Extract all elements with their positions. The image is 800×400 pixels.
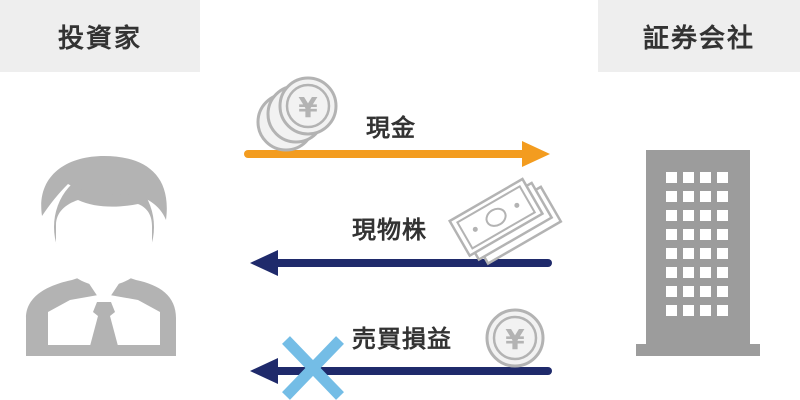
building-window	[683, 172, 694, 183]
building-window	[717, 248, 728, 259]
building-window	[700, 248, 711, 259]
building-window	[717, 229, 728, 240]
building-window	[683, 286, 694, 297]
building-window	[717, 172, 728, 183]
necktie	[48, 294, 160, 346]
building-window	[666, 248, 677, 259]
trading-profit-loss-label: 売買損益	[352, 325, 452, 353]
cross-mark-icon	[282, 336, 344, 400]
svg-text:¥: ¥	[505, 323, 525, 356]
cash-arrow	[244, 141, 550, 167]
building-window	[700, 267, 711, 278]
building-window	[700, 191, 711, 202]
building-window	[666, 286, 677, 297]
yen-coin-icon: ¥	[485, 308, 545, 368]
investor-label: 投資家	[0, 0, 200, 72]
cash-label: 現金	[366, 114, 416, 142]
stock-arrow	[250, 250, 552, 276]
building-window	[683, 305, 694, 316]
securities-company-label: 証券会社	[598, 0, 800, 72]
building-window	[666, 267, 677, 278]
building-window	[700, 305, 711, 316]
building-window	[683, 210, 694, 221]
building-window	[700, 286, 711, 297]
physical-stock-label: 現物株	[352, 216, 427, 244]
building-window	[717, 286, 728, 297]
building-window	[717, 305, 728, 316]
banknote-stack-icon	[447, 177, 563, 266]
building-window	[666, 210, 677, 221]
building-window	[666, 191, 677, 202]
building-window	[666, 229, 677, 240]
building-window	[717, 191, 728, 202]
yen-coin-stack-icon: ¥	[256, 76, 338, 152]
office-building-icon	[636, 150, 760, 356]
building-window	[683, 191, 694, 202]
building-window	[700, 229, 711, 240]
building-window	[683, 248, 694, 259]
building-window	[666, 305, 677, 316]
building-window	[666, 172, 677, 183]
building-window	[700, 172, 711, 183]
building-window	[683, 229, 694, 240]
building-window	[700, 210, 711, 221]
building-window	[683, 267, 694, 278]
building-window	[717, 267, 728, 278]
building-window	[717, 210, 728, 221]
svg-text:¥: ¥	[298, 91, 318, 124]
